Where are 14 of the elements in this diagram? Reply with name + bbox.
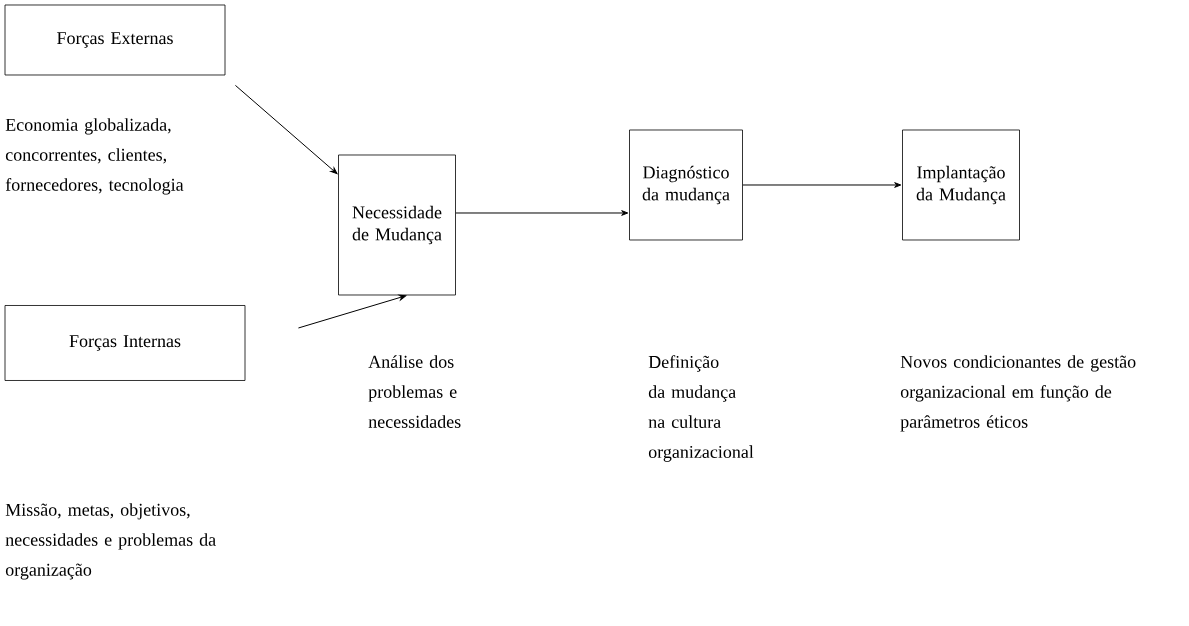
process-box: Forças Internas xyxy=(4,305,246,381)
process-box: Implantação da Mudança xyxy=(902,129,1020,241)
description-text: Definição da mudança na cultura organizacional xyxy=(648,355,754,462)
description-text: Novos condicionantes de gestão organizacional em função de parâmetros éticos xyxy=(900,355,1136,432)
process-box: Necessidade de Mudança xyxy=(338,154,456,296)
arrow xyxy=(234,84,338,175)
arrow xyxy=(297,294,407,329)
arrow xyxy=(455,210,629,216)
description-text: Análise dos problemas e necessidades xyxy=(368,355,461,428)
arrow xyxy=(742,182,902,188)
description-text: Missão, metas, objetivos, necessidades e problemas da organização xyxy=(5,503,216,580)
process-box: Forças Externas xyxy=(4,4,226,76)
description-text: Economia globalizada, concorrentes, clientes, fornecedores, tecnologia xyxy=(5,118,184,195)
process-box: Diagnóstico da mudança xyxy=(629,129,743,241)
